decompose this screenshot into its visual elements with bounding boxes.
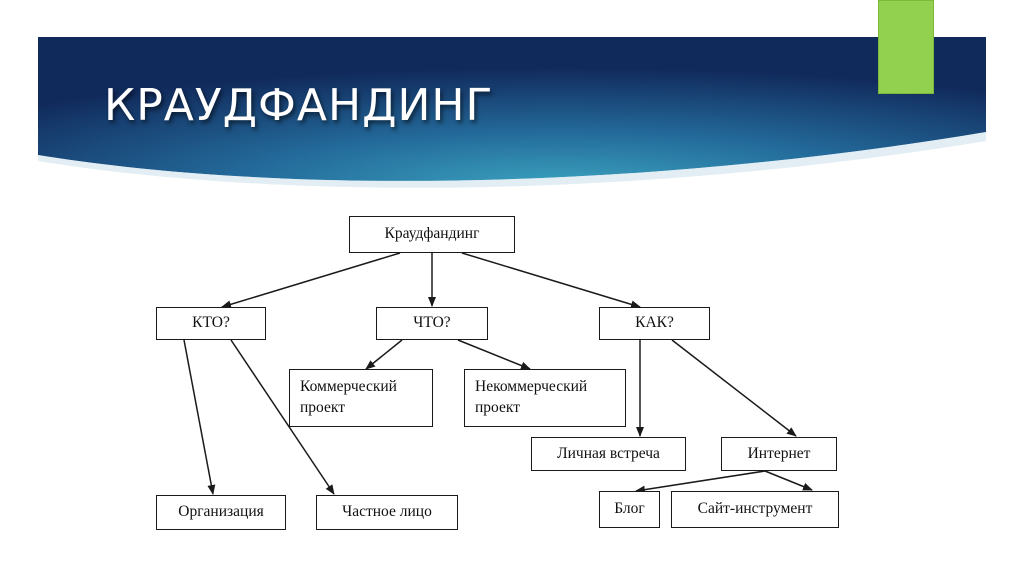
arrow-what-com (365, 339, 403, 370)
node-noncommercial-project: Некоммерческий проект (464, 369, 626, 427)
node-personal-meeting: Личная встреча (531, 437, 686, 471)
arrow-what-noncom (457, 339, 531, 370)
arrow-root-who (221, 252, 401, 309)
node-what: ЧТО? (376, 307, 488, 340)
arrow-who-priv (230, 339, 335, 495)
arrow-inet-site (764, 470, 813, 491)
accent-bar (878, 0, 934, 94)
node-commercial-project-label: Коммерческий проект (300, 378, 397, 416)
arrow-inet-blog (635, 470, 766, 494)
arrow-root-how (461, 252, 641, 309)
node-noncommercial-project-label: Некоммерческий проект (475, 378, 588, 416)
node-how: КАК? (599, 307, 710, 340)
node-private-person: Частное лицо (316, 495, 458, 530)
arrow-how-inet (671, 339, 797, 437)
slide-title: КРАУДФАНДИНГ (104, 80, 494, 131)
node-blog: Блог (599, 491, 660, 528)
node-commercial-project: Коммерческий проект (289, 369, 433, 427)
node-crowdfunding: Краудфандинг (349, 216, 515, 253)
arrow-who-org (183, 339, 216, 495)
banner-background (38, 37, 986, 192)
node-organization: Организация (156, 495, 286, 530)
node-who: КТО? (156, 307, 266, 340)
node-site-tool: Сайт-инструмент (671, 491, 839, 528)
title-banner (38, 37, 986, 192)
node-internet: Интернет (721, 437, 837, 471)
